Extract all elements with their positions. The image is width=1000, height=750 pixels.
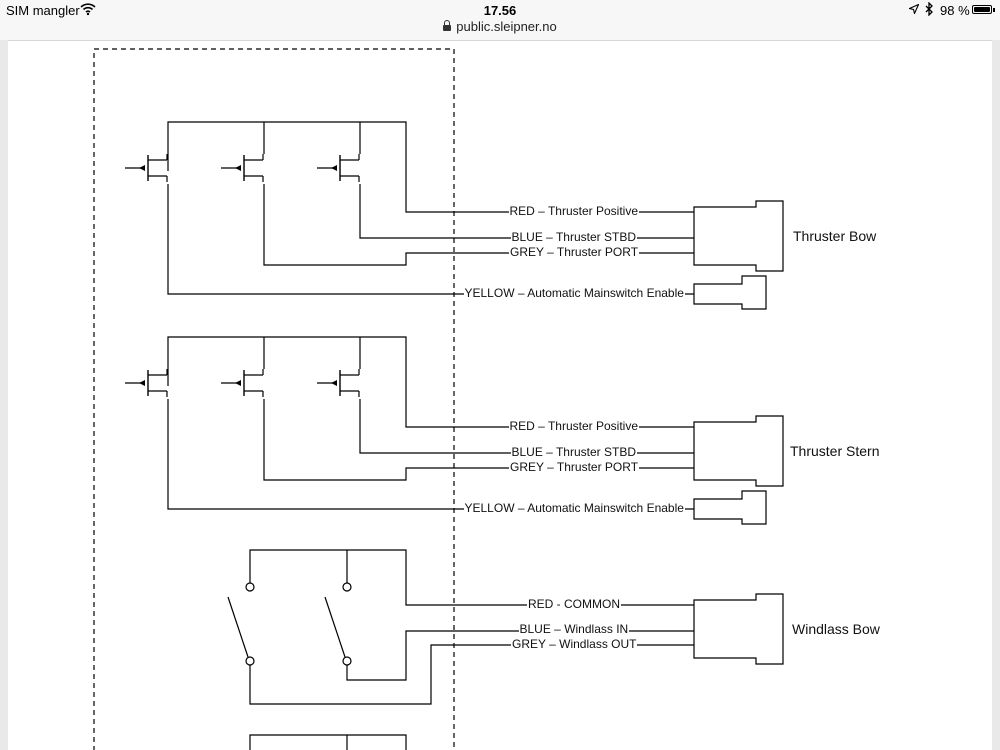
- transistor-symbol: [125, 369, 168, 397]
- transistor-symbol: [221, 369, 264, 397]
- connector-title: Thruster Stern: [790, 443, 880, 459]
- location-arrow-icon: [909, 4, 919, 14]
- wire-label: GREY – Thruster PORT: [509, 460, 640, 474]
- battery-tip: [993, 8, 995, 12]
- battery-fill: [974, 7, 990, 12]
- wire-label: RED - COMMON: [527, 597, 621, 611]
- battery-icon: [972, 5, 992, 14]
- connector-symbol: [693, 593, 784, 665]
- wire-red: [249, 549, 694, 606]
- wire-label: GREY – Windlass OUT: [511, 637, 638, 651]
- wire-grey: [263, 399, 694, 481]
- address-bar[interactable]: public.sleipner.no: [0, 19, 1000, 34]
- wire-blue: [346, 630, 694, 681]
- url-text: public.sleipner.no: [456, 19, 557, 34]
- transistor-symbol: [125, 154, 168, 182]
- page-gutter-left: [0, 40, 8, 750]
- lock-icon: [443, 20, 452, 31]
- transistor-symbol: [221, 154, 264, 182]
- switch-symbol: [324, 582, 352, 666]
- wire-red: [167, 336, 694, 428]
- wire-label: RED – Thruster Positive: [508, 419, 639, 433]
- wire-label: BLUE – Thruster STBD: [510, 445, 637, 459]
- control-module-boundary: [93, 48, 455, 750]
- clock: 17.56: [483, 3, 517, 18]
- connector-title: Windlass Bow: [792, 621, 880, 637]
- wire-label: RED – Thruster Positive: [508, 204, 639, 218]
- enable-connector-symbol: [693, 490, 767, 525]
- connector-symbol: [693, 415, 784, 487]
- carrier-label: SIM mangler: [6, 3, 80, 18]
- connector-title: Thruster Bow: [793, 228, 877, 244]
- wire-label: BLUE – Thruster STBD: [510, 230, 637, 244]
- page-gutter-right: [992, 40, 1000, 750]
- wire-label: YELLOW – Automatic Mainswitch Enable: [463, 501, 685, 515]
- transistor-symbol: [317, 369, 360, 397]
- bluetooth-icon: [925, 2, 933, 16]
- wire-label: BLUE – Windlass IN: [518, 622, 630, 636]
- wire-grey: [249, 644, 694, 705]
- wire-label: YELLOW – Automatic Mainswitch Enable: [463, 286, 685, 300]
- transistor-symbol: [317, 154, 360, 182]
- wire-grey: [263, 184, 694, 266]
- battery-percent: 98 %: [940, 3, 970, 18]
- wifi-icon: [80, 3, 96, 16]
- status-bar: SIM mangler 17.56 public.sleipner.no 98 …: [0, 0, 1000, 41]
- wire-label: GREY – Thruster PORT: [509, 245, 640, 259]
- wire-next-section: [249, 734, 407, 750]
- wire-red: [167, 121, 694, 213]
- connector-symbol: [693, 200, 784, 272]
- switch-symbol: [227, 582, 255, 666]
- enable-connector-symbol: [693, 275, 767, 310]
